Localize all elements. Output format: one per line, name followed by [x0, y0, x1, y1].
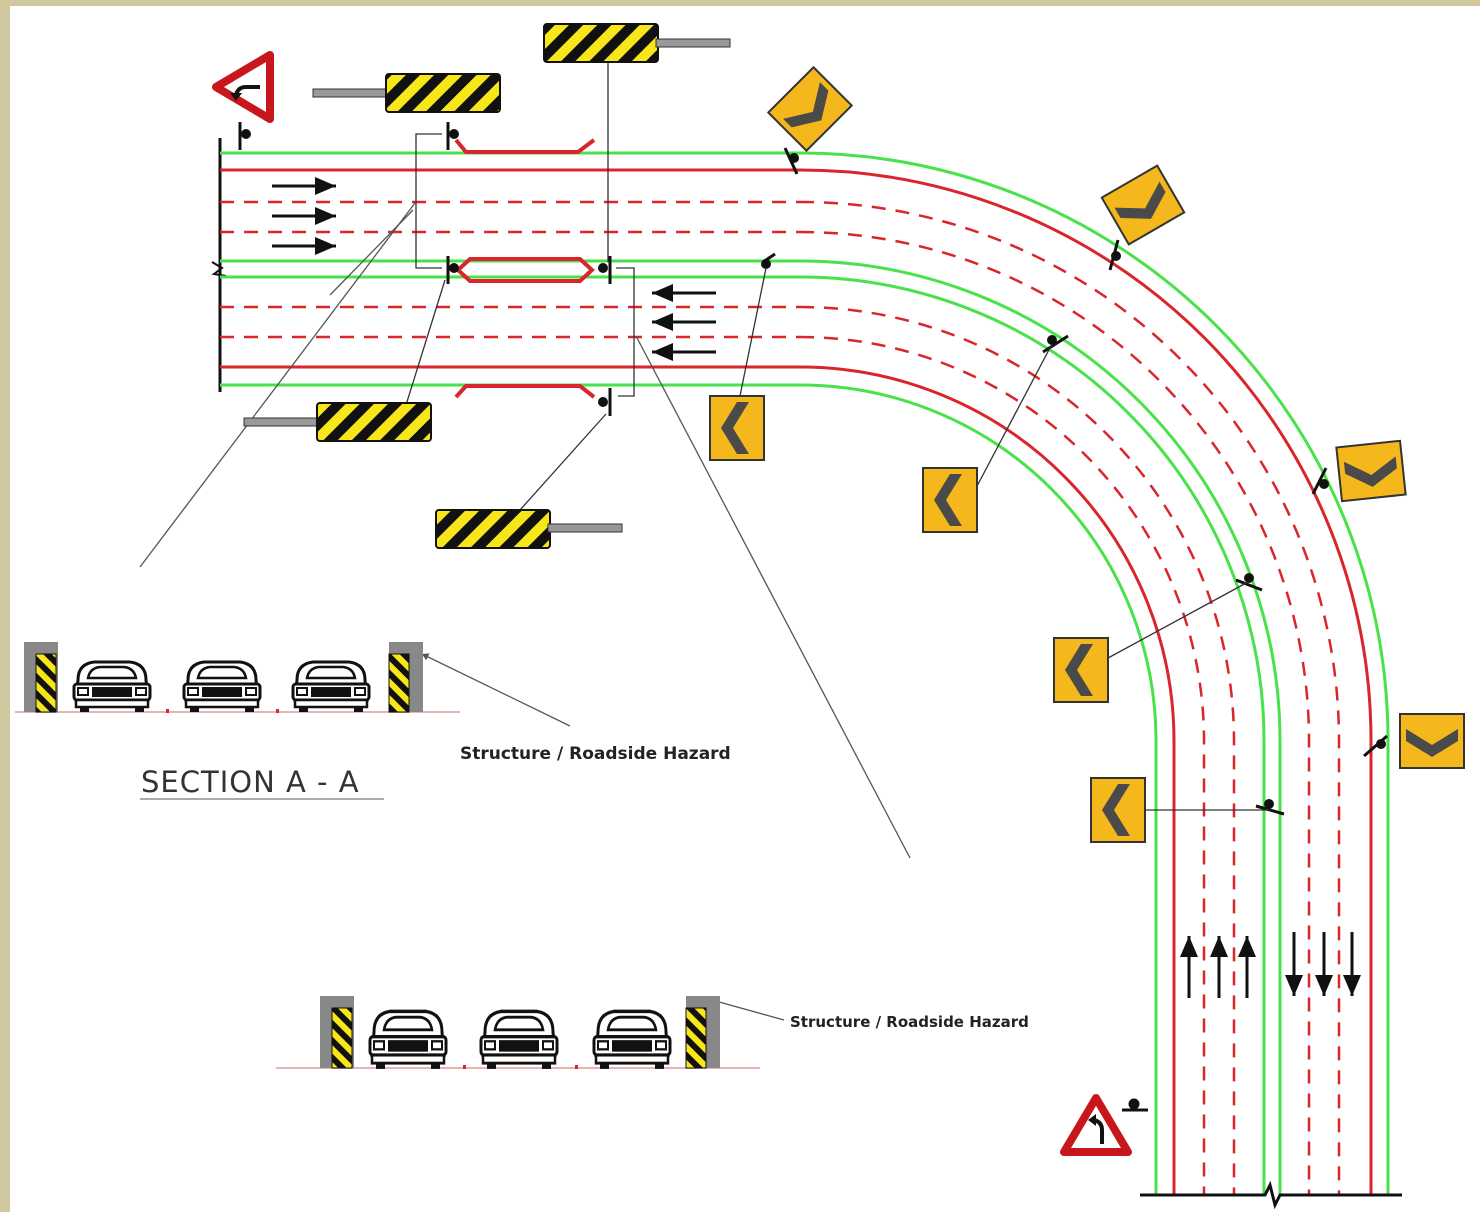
travel-arrow-icon — [272, 177, 1361, 998]
car-front-icon — [479, 1009, 559, 1071]
section-lower — [276, 996, 760, 1071]
car-front-icon — [72, 660, 152, 714]
chevron-sign-icon — [709, 66, 1465, 843]
straight-roadway — [211, 138, 800, 392]
car-front-icon — [592, 1009, 672, 1071]
section-title: SECTION A - A — [141, 765, 360, 799]
car-front-icon — [368, 1009, 448, 1071]
diagram-frame: Structure / Roadside Hazard Structure / … — [10, 6, 1480, 1212]
median-island — [454, 138, 596, 399]
curved-roadway — [799, 151, 1402, 1210]
car-front-icon — [182, 660, 262, 714]
leader-lines — [139, 58, 1270, 1021]
hazard-label-lower: Structure / Roadside Hazard — [790, 1013, 1029, 1031]
object-marker-icon — [243, 23, 731, 549]
car-front-icon — [291, 660, 371, 714]
sign-posts — [238, 122, 1388, 1112]
section-a-a — [15, 642, 460, 800]
hazard-label-upper: Structure / Roadside Hazard — [460, 744, 731, 764]
curve-warning-sign-icon — [212, 51, 1132, 1156]
roadway-diagram: Structure / Roadside Hazard Structure / … — [15, 23, 1465, 1210]
